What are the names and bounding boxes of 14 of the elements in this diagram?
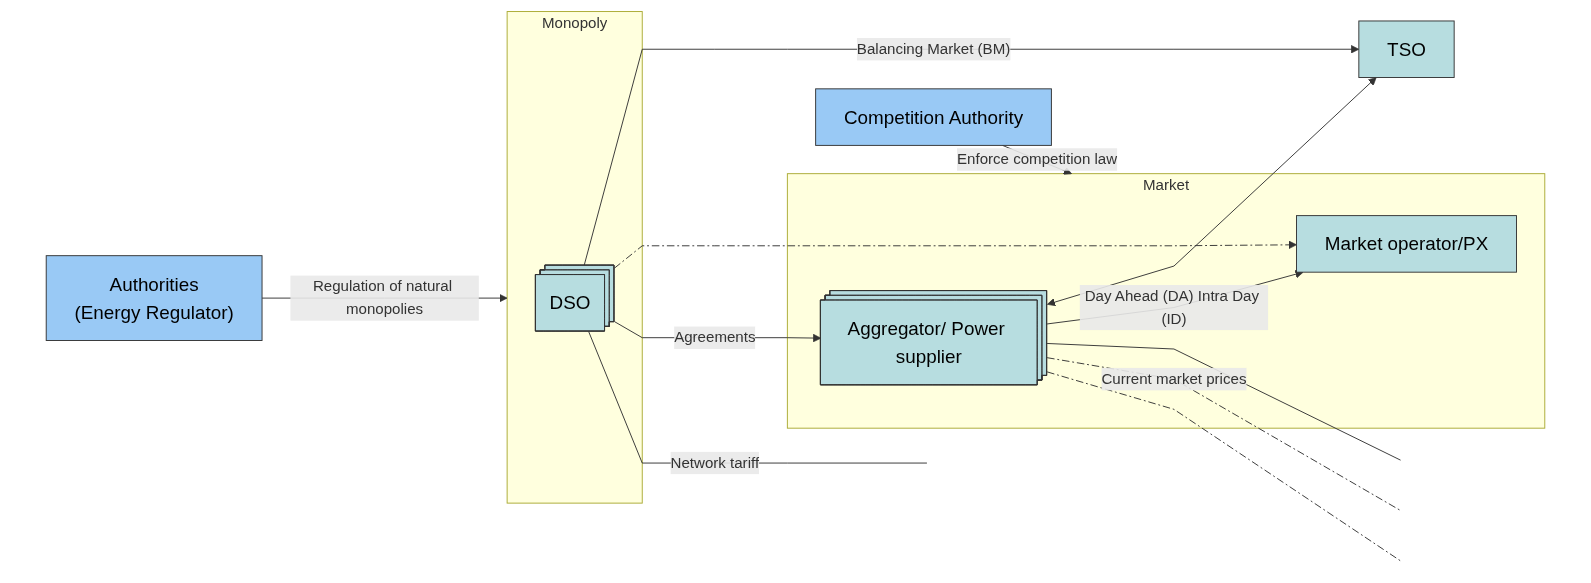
edge-label: Balancing Market (BM)	[856, 40, 1011, 57]
connector	[1046, 357, 1402, 512]
connector	[1046, 343, 1402, 461]
node-box: TSO	[1358, 20, 1455, 78]
edge-label: Agreements	[674, 329, 756, 346]
edge-label: Day Ahead (DA) Intra Day (ID)	[1084, 287, 1260, 327]
edge-label: Regulation of natural monopolies	[312, 278, 453, 317]
edge-label: Current market prices	[1101, 370, 1247, 387]
node-box: Competition Authority	[815, 88, 1052, 146]
connector	[1046, 371, 1402, 562]
edge-label: Network tariff	[670, 454, 760, 471]
edge-label: Enforce competition law	[956, 151, 1118, 168]
node-box: Authorities (Energy Regulator)	[45, 255, 263, 341]
node-box: Market operator/PX	[1296, 215, 1517, 273]
